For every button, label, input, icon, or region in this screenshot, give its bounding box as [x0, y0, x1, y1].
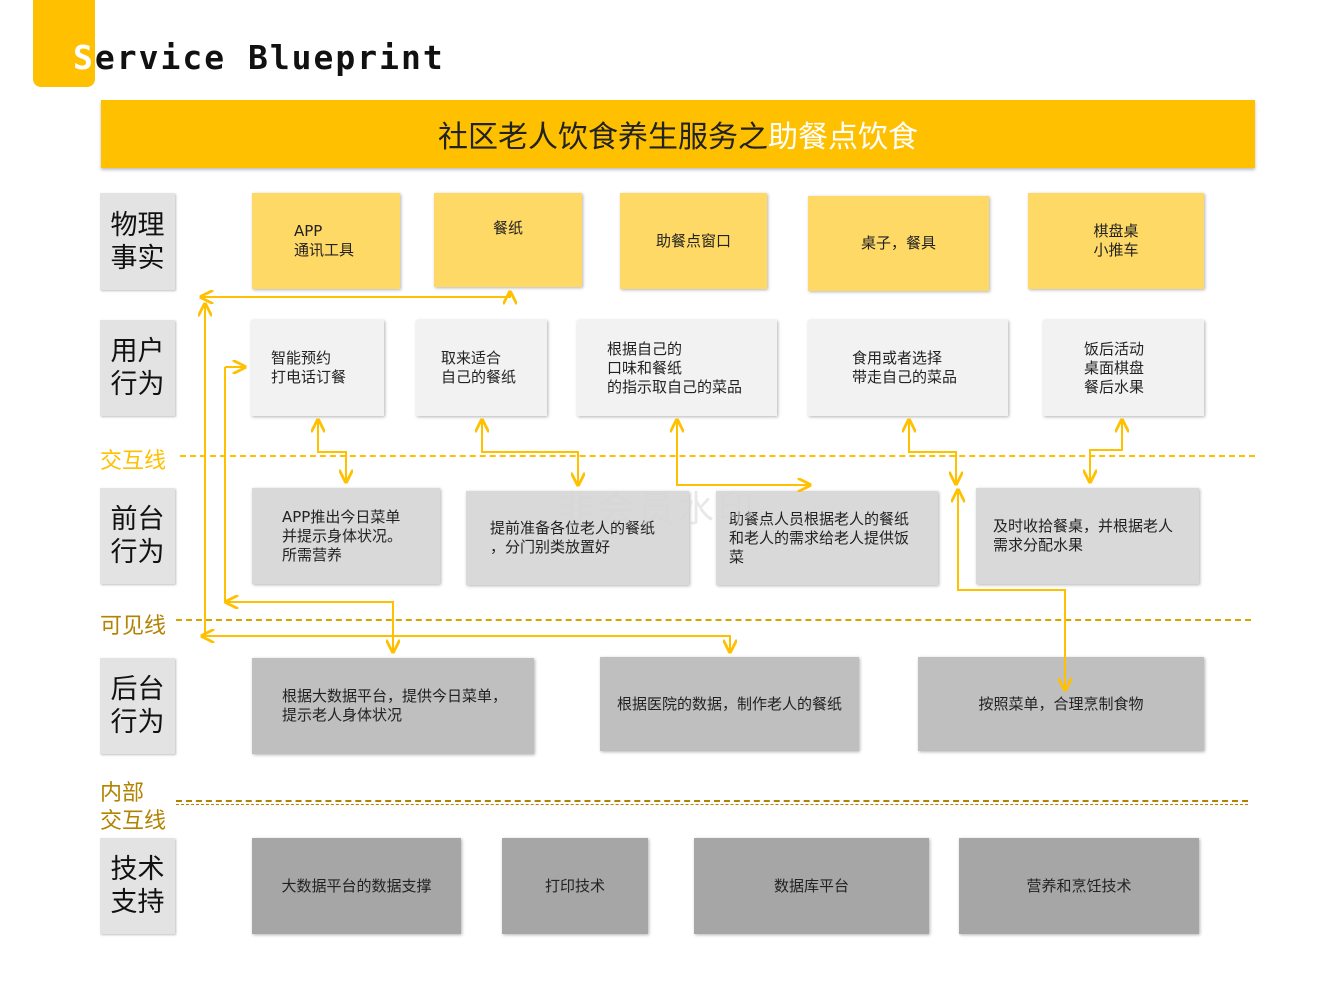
connector-inner-loop [224, 367, 393, 652]
tech-support-item: 数据库平台 [694, 838, 929, 934]
internal-interaction-line [176, 800, 1248, 802]
tech-support-item: 大数据平台的数据支撑 [252, 838, 461, 934]
user-action: 智能预约 打电话订餐 [251, 320, 384, 416]
user-action: 取来适合 自己的餐纸 [416, 320, 547, 416]
row-label-line: 行为 [110, 537, 165, 568]
internal-interaction-line-secondary [176, 804, 1248, 805]
row-label-line: 用户 [110, 336, 165, 367]
user-action: 根据自己的 口味和餐纸 的指示取自己的菜品 [577, 320, 777, 416]
physical-item: 桌子，餐具 [808, 196, 989, 291]
row-label-line: 前台 [110, 504, 165, 535]
row-label-line: 事实 [110, 242, 165, 274]
row-label-line: 支持 [110, 887, 165, 918]
row-label-line: 技术 [110, 854, 165, 885]
connector-user2-front2 [481, 424, 578, 485]
backstage-action: 根据医院的数据，制作老人的餐纸 [600, 657, 859, 751]
frontstage-action: APP推出今日菜单 并提示身体状况。 所需营养 [252, 488, 440, 584]
interaction-line-label: 交互线 [100, 449, 167, 474]
logo-text: ervice Blueprint [94, 38, 445, 77]
title-main: 社区老人饮食养生服务之 [438, 120, 768, 155]
visibility-line [176, 619, 1251, 621]
logo-letter: S [73, 38, 95, 77]
frontstage-action: 提前准备各位老人的餐纸 ，分门别类放置好 [466, 491, 689, 585]
row-label-line: 行为 [110, 707, 165, 738]
row-label-line: 物理 [110, 209, 165, 241]
row-label-line: 行为 [110, 369, 165, 400]
interaction-line [180, 455, 1255, 457]
user-action: 食用或者选择 带走自己的菜品 [808, 320, 1008, 416]
title-highlight: 助餐点饮食 [768, 120, 918, 155]
row-label-front: 前台 行为 [100, 488, 175, 584]
tech-support-item: 营养和烹饪技术 [959, 838, 1199, 934]
connector-user3-front3 [676, 424, 810, 485]
backstage-action: 按照菜单，合理烹制食物 [918, 657, 1204, 751]
page-title: Service Blueprint [73, 38, 445, 77]
physical-item: APP 通讯工具 [252, 193, 400, 289]
internal-line-label-1: 内部 [100, 781, 145, 806]
frontstage-action: 助餐点人员根据老人的餐纸 和老人的需求给老人提供饭 菜 [716, 491, 938, 585]
connector-user1-front1 [317, 424, 346, 482]
connector-user5-front4 [1090, 424, 1123, 482]
watermark: 非会员水印 [558, 489, 759, 530]
physical-item: 棋盘桌 小推车 [1028, 193, 1204, 289]
frontstage-action: 及时收拾餐桌，并根据老人 需求分配水果 [976, 488, 1199, 584]
blueprint-title-banner: 社区老人饮食养生服务之助餐点饮食 [101, 100, 1255, 168]
connector-user4-front4 [908, 424, 956, 484]
tech-support-item: 打印技术 [502, 838, 648, 934]
row-label-tech: 技术 支持 [100, 838, 175, 934]
physical-item: 助餐点窗口 [620, 193, 767, 289]
connector-physical-link [205, 292, 510, 297]
visibility-line-label: 可见线 [100, 614, 167, 639]
row-label-user: 用户 行为 [100, 320, 175, 416]
connector-outer-to-backstage-2 [205, 635, 730, 652]
physical-item: 餐纸 [434, 193, 582, 287]
user-action: 饭后活动 桌面棋盘 餐后水果 [1043, 320, 1204, 416]
row-label-line: 后台 [110, 674, 165, 705]
internal-line-label-2: 交互线 [100, 809, 167, 834]
row-label-physical: 物理 事实 [100, 193, 175, 290]
logo-block [33, 0, 95, 87]
backstage-action: 根据大数据平台，提供今日菜单， 提示老人身体状况 [252, 658, 534, 754]
connector-front-to-cooking [957, 498, 1065, 690]
row-label-back: 后台 行为 [100, 658, 175, 754]
